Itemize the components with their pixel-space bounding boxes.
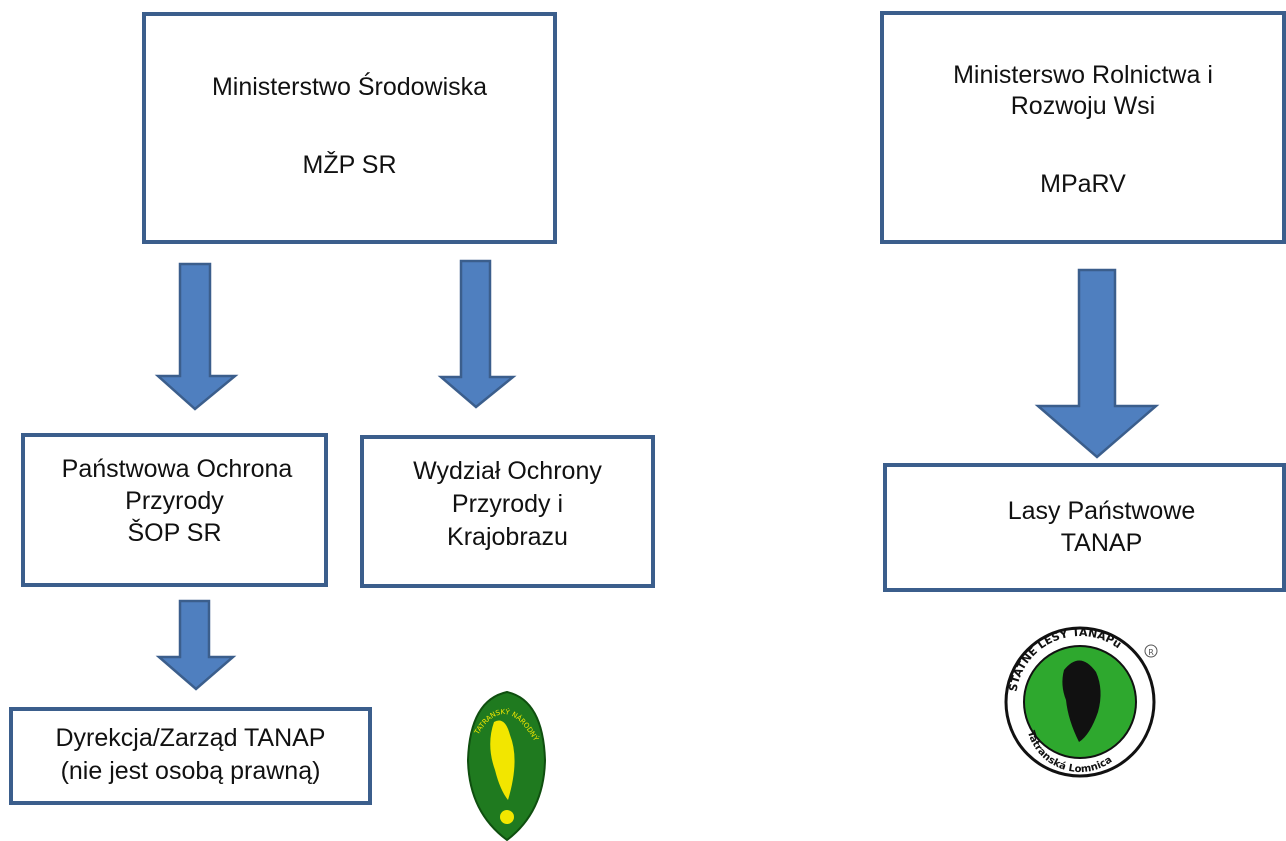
dept-line3: Krajobrazu: [447, 523, 568, 551]
arrow-env-to-dept: [437, 259, 517, 409]
arrow-agri-to-forests: [1034, 268, 1160, 459]
ministry-agri-name-line1: Ministerswo Rolnictwa i: [953, 61, 1213, 89]
registered-mark-icon: [1144, 644, 1158, 658]
sop-line2: Przyrody: [125, 487, 224, 515]
sop-box: [21, 433, 328, 587]
arrow-sop-to-admin: [155, 599, 237, 691]
tanap-admin-line2: (nie jest osobą prawną): [60, 757, 321, 785]
ministry-agri-name-line2: Rozwoju Wsi: [1010, 92, 1156, 120]
registered-mark: R: [1148, 648, 1154, 657]
ministry-env-name: Ministerstwo Środowiska: [211, 73, 488, 101]
ministry-env-abbr: MŽP SR: [302, 151, 397, 179]
ministry-agri-box: [880, 11, 1286, 244]
dept-box: [360, 435, 655, 588]
arrow-env-to-sop: [154, 262, 239, 411]
dept-line1: Wydział Ochrony: [413, 457, 602, 485]
tanap-park-chamois-icon: [490, 720, 515, 800]
tanap-admin-line1: Dyrekcja/Zarząd TANAP: [55, 724, 326, 752]
forests-box: [883, 463, 1286, 592]
sop-line3: ŠOP SR: [127, 519, 222, 547]
ministry-agri-abbr: MPaRV: [1040, 170, 1126, 198]
tanap-admin-box: [9, 707, 372, 805]
ministry-env-box: [142, 12, 557, 244]
dept-line2: Przyrody i: [451, 490, 564, 518]
forests-line1: Lasy Państwowe: [1007, 497, 1196, 525]
statne-lesy-chamois-icon: [1062, 660, 1101, 742]
forests-line2: TANAP: [1060, 529, 1143, 557]
sop-line1: Państwowa Ochrona: [61, 455, 293, 483]
tanap-park-flower-icon: [500, 810, 514, 824]
